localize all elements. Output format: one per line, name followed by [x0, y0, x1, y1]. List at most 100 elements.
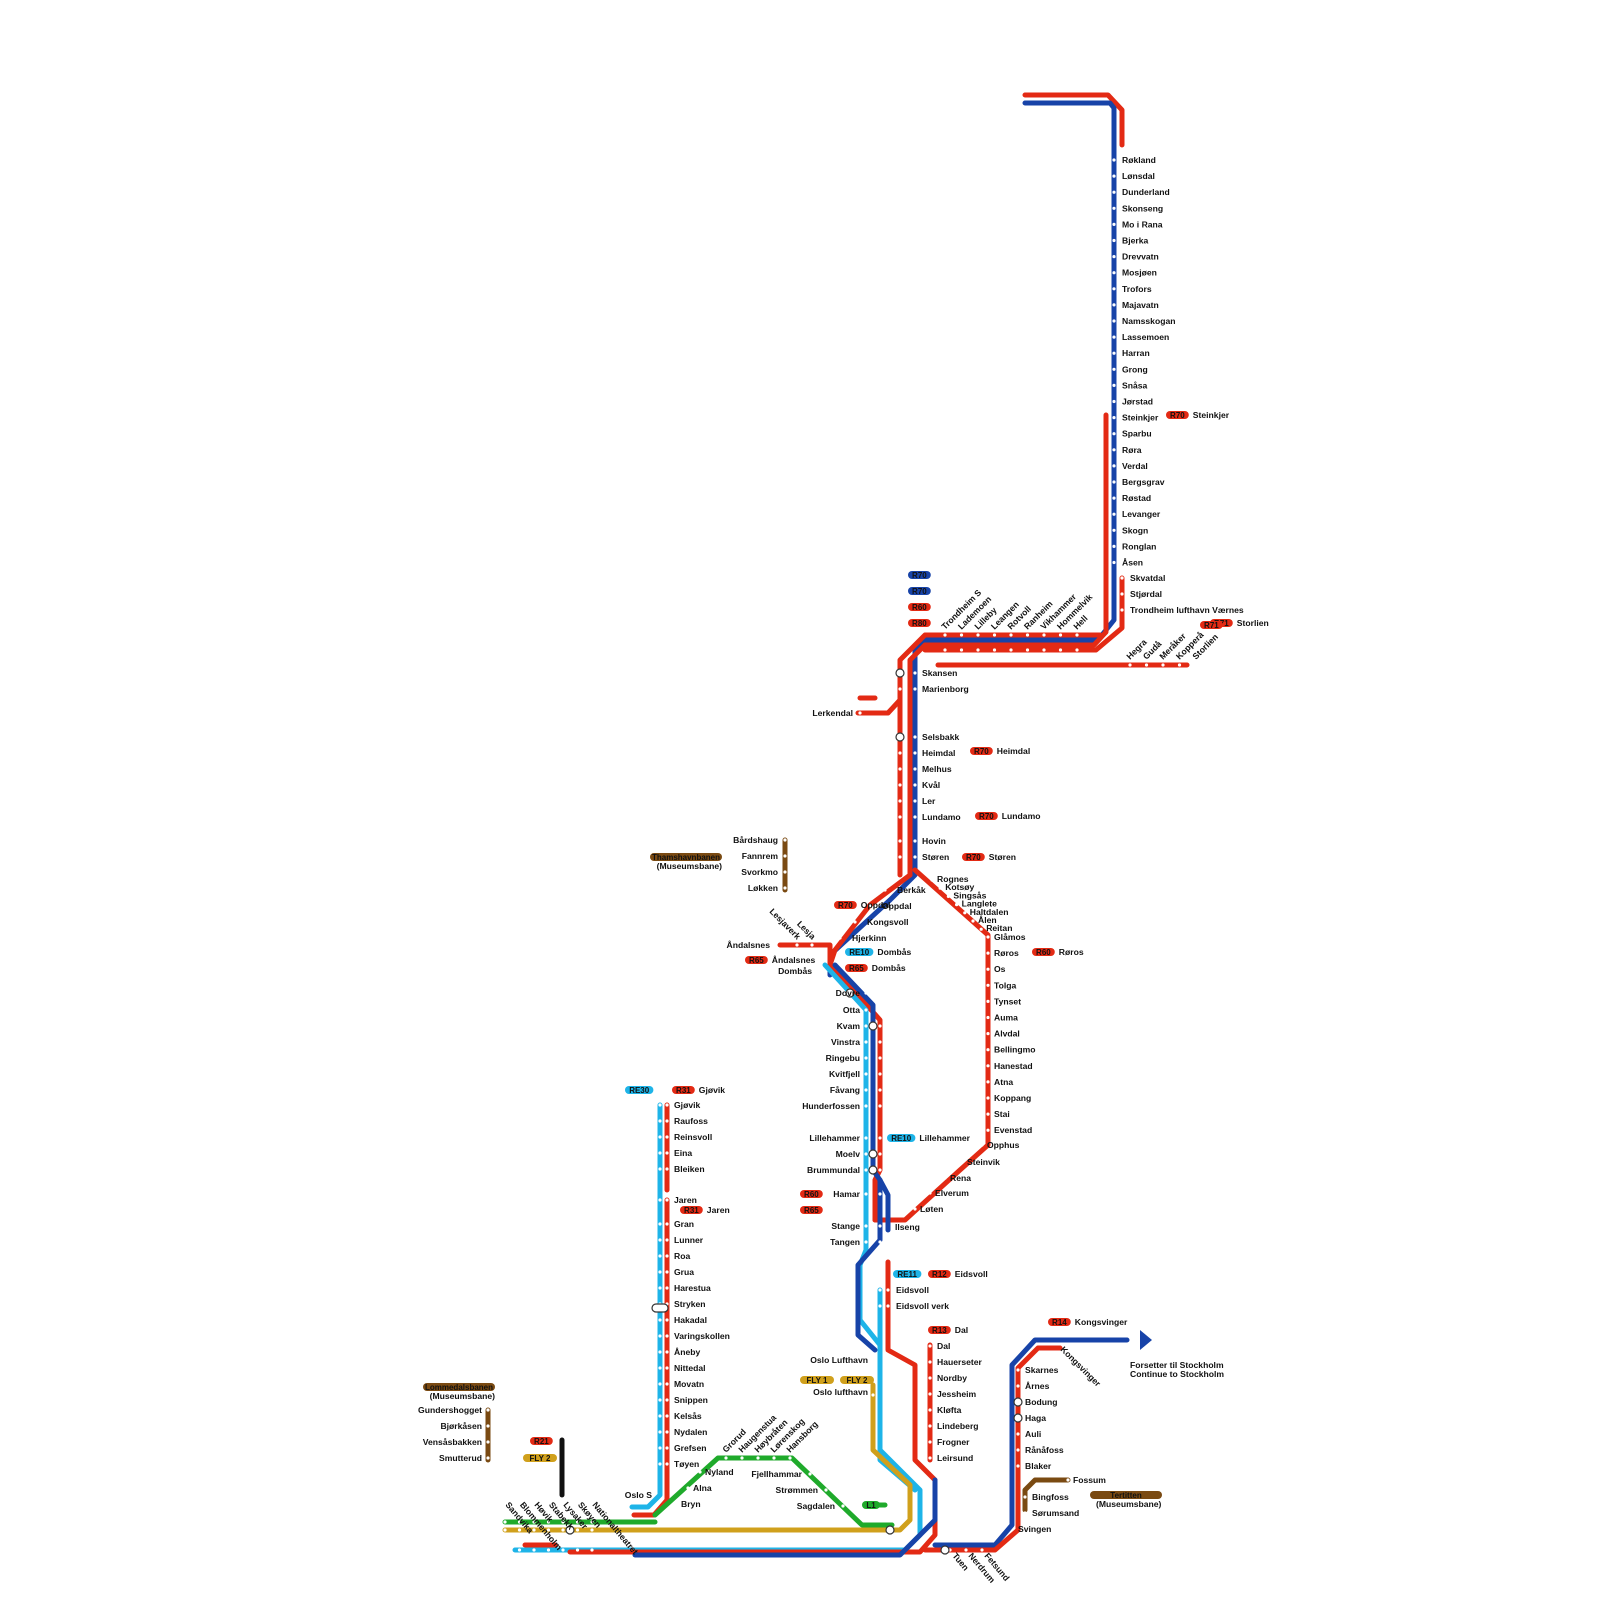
- station-stop: [1023, 1495, 1027, 1499]
- station-stop: [658, 1286, 662, 1290]
- station-label: Kvitfjell: [829, 1069, 860, 1079]
- station-label: Auma: [994, 1013, 1018, 1023]
- station-label: Dal: [937, 1341, 950, 1351]
- station-label: Lassemoen: [1122, 332, 1169, 342]
- station-label: Ilseng: [895, 1222, 920, 1232]
- station-stop: [665, 1135, 669, 1139]
- station-label: Haga: [1025, 1413, 1046, 1423]
- station-stop: [841, 1504, 845, 1508]
- station-stop: [898, 839, 902, 843]
- station-stop: [853, 920, 857, 924]
- station-stop: [864, 1152, 868, 1156]
- station-label: Frogner: [937, 1437, 970, 1447]
- station-label: Stjørdal: [1130, 589, 1162, 599]
- station-stop: [665, 1222, 669, 1226]
- station-stop: [674, 1502, 678, 1506]
- station-stop: [1112, 190, 1116, 194]
- station-stop: [1112, 512, 1116, 516]
- station-stop: [943, 648, 947, 652]
- station-stop: [1058, 633, 1063, 637]
- station-label: Svorkmo: [741, 867, 778, 877]
- route-badge: [908, 571, 931, 579]
- interchange-stop: [565, 1525, 575, 1535]
- station-stop: [864, 1240, 868, 1244]
- station-stop: [964, 1548, 968, 1552]
- station-label: Langlete: [962, 899, 998, 909]
- station-stop: [878, 1304, 882, 1308]
- station-stop: [878, 1152, 882, 1156]
- station-label: Nyland: [705, 1467, 734, 1477]
- heritage-name: Thamshavnbanen: [652, 853, 720, 862]
- station-stop: [517, 1528, 522, 1532]
- station-label: Bårdshaug: [733, 835, 778, 845]
- interchange-stop: [868, 1149, 878, 1159]
- station-stop: [665, 1430, 669, 1434]
- route-code: R60: [1036, 948, 1051, 957]
- station-stop: [1075, 648, 1079, 652]
- station-stop: [960, 1160, 964, 1164]
- station-stop: [665, 1334, 669, 1338]
- station-stop: [658, 1151, 662, 1155]
- route-badge: [1032, 948, 1055, 956]
- station-stop: [1120, 608, 1124, 612]
- station-stop: [959, 633, 964, 637]
- station-stop: [1112, 319, 1116, 323]
- station-stop: [1112, 271, 1116, 275]
- station-stop: [772, 1456, 776, 1460]
- route-destination: Oppdal: [861, 900, 891, 910]
- station-label: Kongsvinger: [1059, 1344, 1104, 1389]
- station-label: Moelv: [836, 1149, 861, 1159]
- station-stop: [864, 1192, 868, 1196]
- station-stop: [1112, 528, 1116, 532]
- route-code: R70: [838, 901, 853, 910]
- station-stop: [658, 1270, 662, 1274]
- station-stop: [486, 1456, 490, 1460]
- station-stop: [868, 904, 872, 908]
- station-label: Fossum: [1073, 1475, 1106, 1485]
- steinkjer-red: [907, 412, 1109, 878]
- station-stop: [986, 967, 990, 971]
- station-stop: [1112, 174, 1116, 178]
- route-badge: [800, 1206, 823, 1214]
- station-label: Ronglan: [1122, 541, 1156, 551]
- station-stop: [864, 1136, 868, 1140]
- station-stop: [658, 1350, 662, 1354]
- route-destination: Dal: [955, 1325, 968, 1335]
- station-stop: [658, 1254, 662, 1258]
- station-stop: [486, 1440, 490, 1444]
- route-destination: Gjøvik: [699, 1085, 725, 1095]
- station-label: Skarnes: [1025, 1365, 1059, 1375]
- station-label: Mosjøen: [1122, 268, 1157, 278]
- route-code: RE11: [897, 1270, 917, 1279]
- station-stop: [886, 1393, 890, 1397]
- station-stop: [724, 1456, 728, 1460]
- station-label: Bodung: [1025, 1397, 1057, 1407]
- nordland-line-blue: [827, 100, 1117, 978]
- station-label: Smutterud: [439, 1453, 482, 1463]
- route-code: R65: [804, 1206, 819, 1215]
- station-stops: [486, 158, 1198, 1555]
- route-destination: Steinkjer: [1193, 410, 1230, 420]
- station-stop: [740, 1456, 744, 1460]
- station-stop: [1177, 663, 1182, 667]
- route-destination: Kongsvinger: [1075, 1317, 1128, 1327]
- station-label: Tangen: [830, 1237, 860, 1247]
- route-code: R60: [912, 603, 927, 612]
- route-badge: [523, 1454, 557, 1462]
- station-stop: [1025, 633, 1030, 637]
- station-label: Bergsgrav: [1122, 477, 1165, 487]
- station-stop: [986, 951, 990, 955]
- station-stop: [1016, 1432, 1020, 1436]
- station-stop: [864, 1040, 868, 1044]
- station-label: Roa: [674, 1251, 690, 1261]
- route-badge: [962, 853, 985, 861]
- station-label: Auli: [1025, 1429, 1041, 1439]
- route-badge: [887, 1134, 916, 1142]
- station-stop: [878, 1088, 882, 1092]
- station-stop: [546, 1548, 551, 1552]
- station-stop: [980, 1548, 984, 1552]
- station-stop: [864, 991, 868, 995]
- station-label: Lunner: [674, 1235, 704, 1245]
- route-code: R21: [534, 1437, 549, 1446]
- station-label: Os: [994, 964, 1006, 974]
